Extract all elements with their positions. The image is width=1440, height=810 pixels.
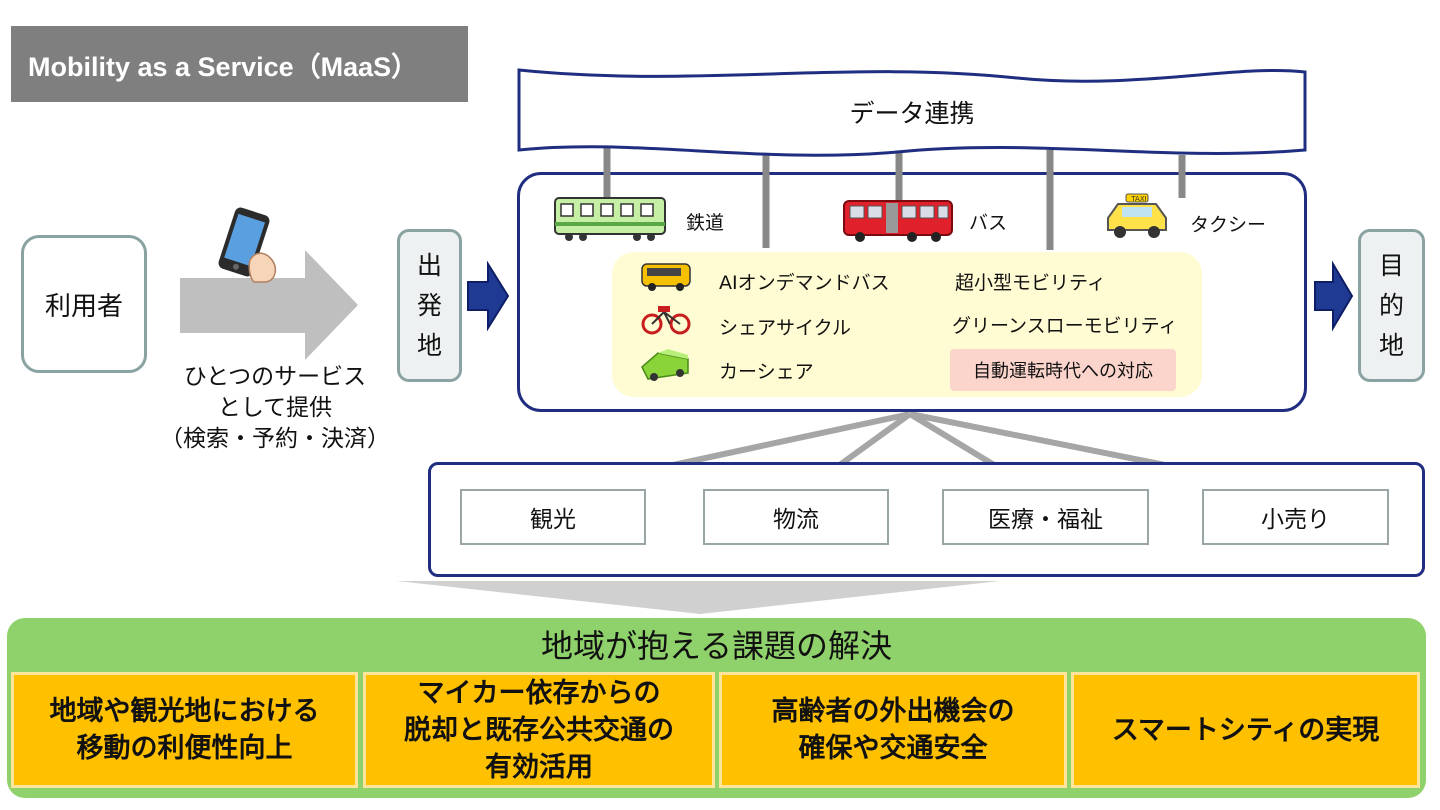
origin-arrow-icon [467, 260, 510, 332]
service-arrow [180, 250, 358, 360]
solution-item: マイカー依存からの脱却と既存公共交通の有効活用 [363, 672, 715, 788]
origin-char: 発 [416, 290, 442, 320]
mode-ai-bus-label: AIオンデマンドバス [719, 272, 890, 294]
solution-line: 確保や交通安全 [798, 733, 988, 764]
destination-char: 的 [1378, 290, 1404, 320]
origin-char: 出 [416, 250, 442, 280]
mode-bus-label: バス [969, 212, 1008, 234]
bicycle-icon [641, 306, 691, 335]
destination-arrow-icon [1314, 260, 1354, 332]
data-link-label: データ連携 [849, 99, 975, 128]
autonomous-badge: 自動運転時代への対応 [950, 349, 1176, 391]
sector-tourism: 観光 [460, 489, 646, 545]
sector-medical-welfare: 医療・福祉 [942, 489, 1149, 545]
bus-icon [843, 200, 953, 242]
origin-box: 出 発 地 [397, 229, 462, 382]
taxi-icon [1107, 193, 1167, 238]
solution-line: 有効活用 [485, 751, 593, 783]
mode-rail-label: 鉄道 [686, 212, 725, 234]
mode-taxi-label: タクシー [1190, 214, 1267, 236]
service-line-2: として提供 [217, 395, 333, 421]
solution-line: マイカー依存からの [417, 677, 661, 709]
solution-line: スマートシティの実現 [1111, 714, 1380, 746]
solutions-title: 地域が抱える課題の解決 [540, 627, 893, 665]
sector-logistics: 物流 [703, 489, 889, 545]
taxi-sign: TAXI [1130, 195, 1146, 203]
solution-line: 移動の利便性向上 [76, 733, 293, 764]
train-icon [554, 197, 666, 241]
header-title: Mobility as a Service（MaaS） [11, 26, 468, 102]
mode-green-slow-label: グリーンスローモビリティ [952, 315, 1178, 337]
service-line-1: ひとつのサービス [183, 364, 367, 390]
solution-item: 地域や観光地における移動の利便性向上 [11, 672, 358, 788]
ai-bus-icon [641, 263, 691, 291]
solution-line: 高齢者の外出機会の [771, 696, 1015, 727]
service-line-3: （検索・予約・決済） [160, 426, 390, 452]
service-description: ひとつのサービス として提供 （検索・予約・決済） [140, 362, 410, 455]
solution-line: 脱却と既存公共交通の [404, 714, 674, 746]
user-box: 利用者 [21, 235, 147, 373]
destination-char: 目 [1378, 250, 1404, 280]
solution-item: 高齢者の外出機会の確保や交通安全 [719, 672, 1067, 788]
sector-retail: 小売り [1202, 489, 1389, 545]
solution-line: 地域や観光地における [49, 696, 320, 727]
origin-char: 地 [416, 330, 442, 360]
carshare-icon [641, 349, 689, 381]
destination-box: 目 的 地 [1358, 229, 1425, 382]
data-link-banner [517, 68, 1307, 157]
solution-item: スマートシティの実現 [1071, 672, 1420, 788]
destination-char: 地 [1378, 330, 1404, 360]
mode-cycle-label: シェアサイクル [719, 317, 852, 339]
mode-carshare-label: カーシェア [719, 361, 814, 383]
user-label: 利用者 [44, 291, 123, 322]
taxi-sign-text: TAXI [1130, 195, 1146, 203]
mode-micro-label: 超小型モビリティ [955, 272, 1106, 294]
smartphone-icon [218, 207, 277, 283]
solution-funnel [397, 581, 1000, 614]
